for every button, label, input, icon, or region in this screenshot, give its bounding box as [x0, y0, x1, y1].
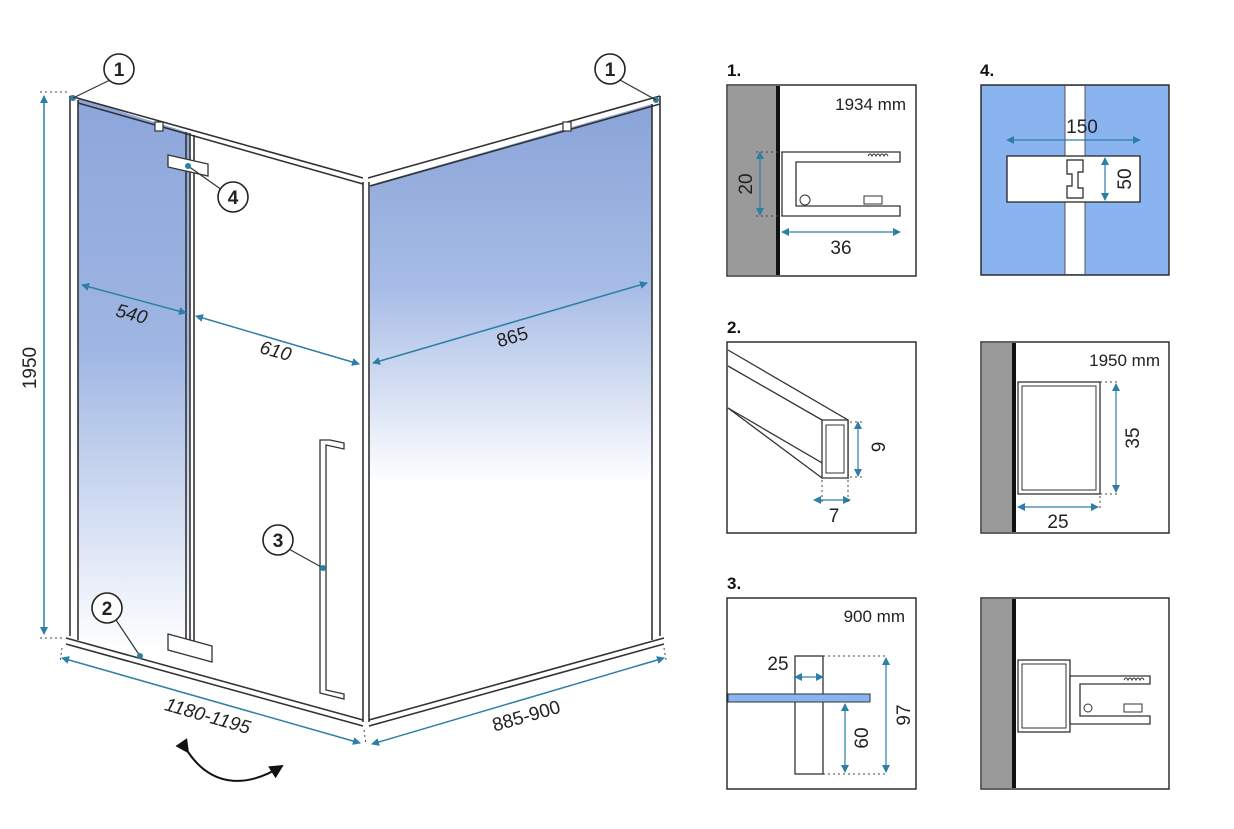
detail-2: 2. 9 7 [726, 318, 917, 534]
side-glass-panel [370, 104, 652, 718]
detail-1: 1. 1934 mm 20 36 [726, 61, 917, 277]
detail-2-width: 7 [829, 506, 840, 527]
callout-2 [91, 592, 123, 624]
detail-5-height: 35 [1123, 427, 1144, 448]
top-rail-front [69, 95, 364, 179]
door-glass-panel [190, 133, 363, 718]
detail-5: 1950 mm 35 25 [980, 341, 1170, 534]
callouts: 1 1 4 3 2 [72, 53, 657, 659]
detail-5-width: 25 [1047, 512, 1068, 533]
dim-side-width: 885-900 [490, 697, 563, 736]
enclosure-drawing [65, 95, 665, 727]
callout-3-label: 3 [273, 531, 284, 552]
detail-1-height: 20 [736, 173, 757, 194]
detail-4-width: 150 [1066, 117, 1098, 138]
callout-2-label: 2 [102, 599, 113, 620]
detail-1-length: 1934 mm [835, 95, 906, 114]
callout-4 [217, 181, 249, 213]
top-rail-side-inner [369, 103, 661, 187]
detail-3-width: 25 [767, 654, 788, 675]
top-clip-left [154, 121, 164, 132]
detail-5-length: 1950 mm [1089, 351, 1160, 370]
callout-1-right [594, 53, 626, 85]
top-rail-front-inner [77, 102, 364, 185]
detail-4-height: 50 [1115, 168, 1136, 189]
callout-3 [262, 524, 294, 556]
detail-3-height-total: 97 [894, 704, 915, 725]
detail-4: 4. 150 50 [980, 61, 1170, 276]
callout-1-left [103, 53, 135, 85]
detail-1-width: 36 [830, 238, 851, 259]
top-clip-right [562, 121, 572, 132]
callout-1-right-label: 1 [605, 60, 616, 81]
detail-3-length: 900 mm [844, 607, 905, 626]
dim-front-width: 1180-1195 [162, 694, 253, 739]
detail-3-height-lower: 60 [852, 727, 873, 748]
detail-3-number: 3. [727, 574, 741, 593]
detail-2-number: 2. [727, 318, 741, 337]
dim-height: 1950 [20, 347, 41, 389]
detail-6 [980, 597, 1170, 790]
callout-1-left-label: 1 [114, 60, 125, 81]
detail-2-height: 9 [869, 442, 890, 453]
door-swing-arrow [175, 738, 284, 782]
top-rail-side [367, 95, 661, 179]
detail-4-number: 4. [980, 61, 994, 80]
detail-3: 3. 900 mm 97 60 25 [726, 574, 917, 790]
callout-4-label: 4 [228, 188, 239, 209]
left-glass-panel [78, 98, 190, 652]
detail-1-number: 1. [727, 61, 741, 80]
